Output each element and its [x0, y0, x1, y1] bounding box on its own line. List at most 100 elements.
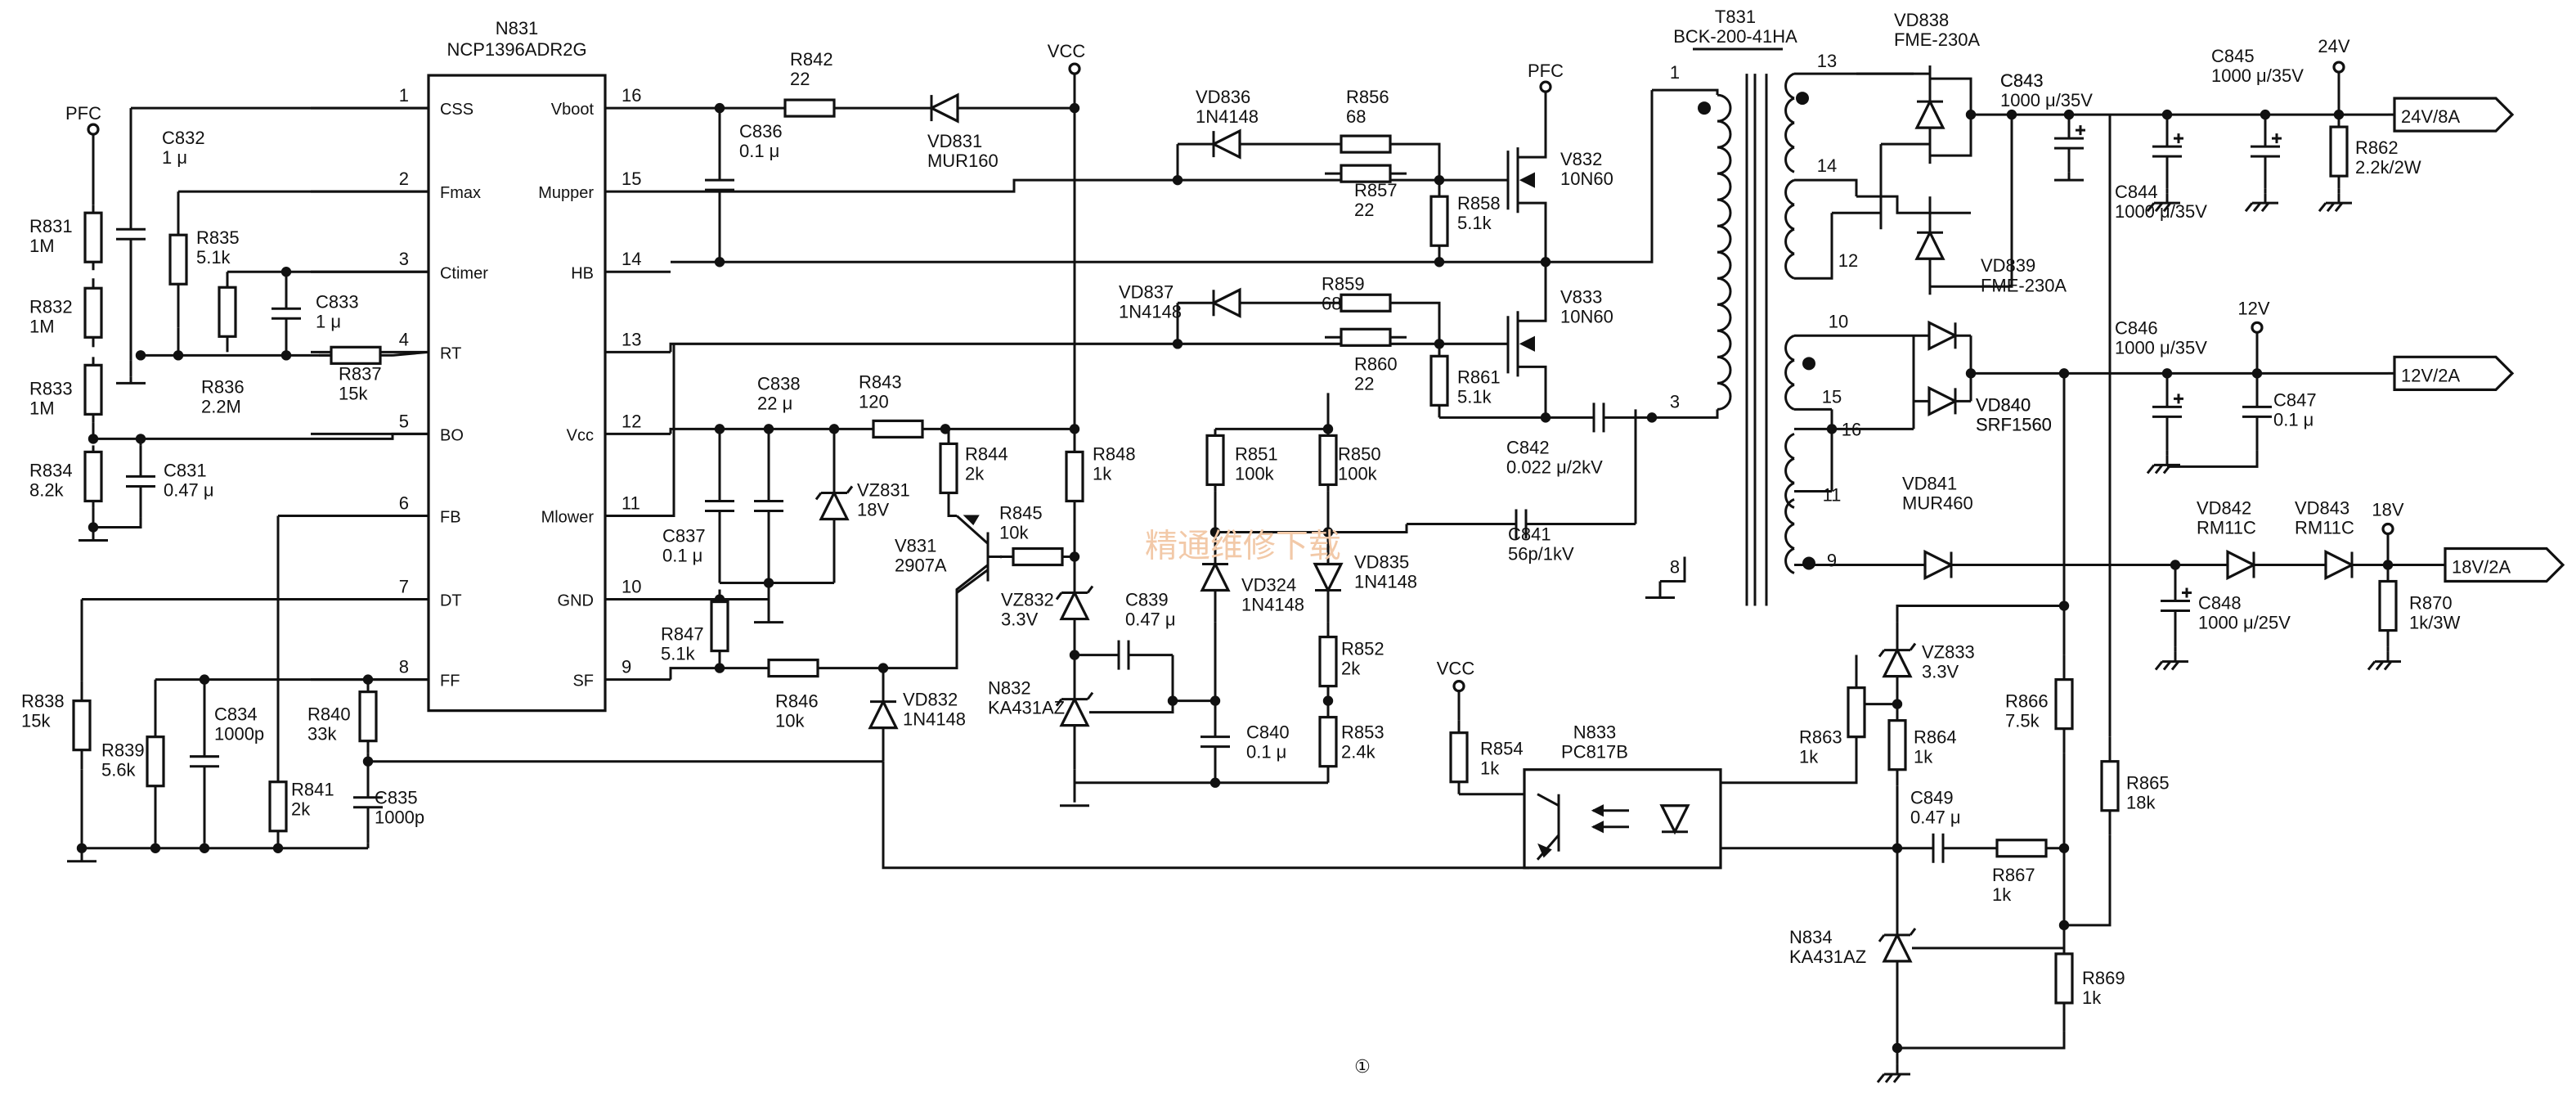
ic-pin-number: 5 [399, 411, 409, 431]
zener-wing [1909, 642, 1917, 651]
value-R860: 22 [1354, 373, 1374, 394]
wire [1856, 195, 1930, 214]
resistor-R850 [1318, 434, 1338, 487]
value-VD835: 1N4148 [1354, 572, 1417, 592]
value-C849: 0.47 μ [1910, 807, 1961, 828]
transformer-secondary-turn [1784, 97, 1795, 124]
ref-R837: R837 [339, 363, 382, 384]
value-VD840: SRF1560 [1976, 414, 2052, 434]
junction-dot [2058, 600, 2070, 611]
chassis-ground [2154, 464, 2164, 475]
wire [1328, 524, 1408, 533]
output-12v-voltage: 12V [2237, 298, 2269, 318]
transformer-secondary-turn [1784, 523, 1795, 550]
junction-dot [1172, 339, 1183, 349]
value-R842: 22 [790, 69, 810, 89]
mosfet-v832-arrow [1519, 172, 1535, 188]
value-R841: 2k [291, 799, 311, 820]
wire [671, 178, 1439, 193]
value-V832: 10N60 [1560, 169, 1613, 189]
ic-pin-number: 12 [622, 411, 641, 431]
ref-C848: C848 [2198, 593, 2242, 614]
chassis-ground [1892, 1073, 1902, 1083]
zener-wing [1878, 933, 1886, 942]
diode-VD835 [1313, 562, 1344, 594]
resistor-R854 [1449, 731, 1469, 784]
value-VD832: 1N4148 [903, 709, 966, 730]
vcc-net-label: VCC [1048, 41, 1086, 61]
terminal-point [2332, 61, 2345, 74]
wire [671, 344, 675, 517]
transformer-primary-turn [1717, 146, 1732, 175]
chassis-ground [2154, 202, 2164, 213]
value-C844: 1000 μ/35V [2115, 201, 2207, 222]
ref-VD836: VD836 [1196, 87, 1250, 107]
output-flag [2393, 97, 2515, 133]
resistor-R867 [1995, 839, 2048, 858]
diode-VD832 [868, 699, 899, 730]
ic-pin-number: 16 [622, 85, 641, 106]
chassis-ground [1884, 1073, 1894, 1083]
resistor-R866 [2054, 678, 2074, 731]
value-C835: 1000p [375, 807, 424, 828]
resistor-R870 [2378, 579, 2398, 632]
ref-V832: V832 [1560, 149, 1602, 169]
ref-R861: R861 [1457, 367, 1501, 387]
optocoupler-transistor-emitter [1536, 834, 1560, 861]
value-C836: 0.1 μ [739, 141, 779, 161]
value-R854: 1k [1480, 758, 1500, 779]
ref-R838: R838 [21, 691, 65, 712]
chassis-ground [2244, 202, 2254, 213]
resistor-R862 [2329, 125, 2349, 178]
transformer-secondary-turn [1784, 178, 1795, 206]
ic-pin-number: 14 [622, 249, 641, 269]
chassis-ground [2260, 202, 2270, 213]
value-VD831: MUR160 [927, 151, 999, 171]
value-C840: 0.1 μ [1246, 742, 1286, 762]
diode-N834 [1882, 932, 1913, 963]
wire [2167, 450, 2259, 468]
ref-VD843: VD843 [2295, 497, 2349, 518]
ref-N834: N834 [1789, 927, 1833, 947]
winding-dot [1802, 357, 1815, 371]
transformer-primary-turn [1717, 119, 1732, 149]
wire [1896, 605, 2064, 623]
value-V831: 2907A [895, 555, 947, 576]
zener-wing [1878, 649, 1886, 658]
ref-R863: R863 [1799, 727, 1842, 748]
diode-VD837 [1210, 287, 1241, 318]
winding-dot [1698, 101, 1711, 115]
value-R831: 1M [29, 236, 55, 256]
value-R847: 5.1k [661, 644, 696, 664]
ref-R835: R835 [196, 227, 240, 248]
transformer-secondary-turn [1784, 146, 1795, 173]
value-R865: 18k [2126, 793, 2156, 813]
value-R843: 120 [859, 391, 889, 412]
ref-R832: R832 [29, 296, 73, 317]
chassis-ground [2162, 202, 2172, 213]
junction-dot [1069, 424, 1080, 434]
value-C834: 1000p [214, 724, 264, 744]
resistor-R859 [1340, 293, 1392, 313]
ref-R860: R860 [1354, 353, 1398, 374]
ref-R859: R859 [1322, 273, 1365, 294]
wire [93, 517, 142, 529]
resistor-R843 [872, 419, 924, 439]
chassis-ground [2383, 660, 2393, 671]
ref-VD840: VD840 [1976, 394, 2031, 415]
junction-dot [1172, 174, 1183, 186]
ref-R869: R869 [2082, 968, 2125, 988]
ref-R858: R858 [1457, 193, 1501, 214]
optocoupler-light-head [1591, 821, 1604, 834]
ref-VD841: VD841 [1902, 473, 1957, 493]
ic-pin-name: FB [440, 508, 461, 526]
output-18v-voltage: 18V [2372, 499, 2403, 520]
diode-N832 [1059, 696, 1090, 727]
ref-C843: C843 [2000, 70, 2044, 91]
value-N834: KA431AZ [1789, 947, 1866, 967]
value-R867: 1k [1992, 884, 2012, 905]
wire [1930, 77, 1972, 115]
wire [1407, 142, 1441, 181]
ref-R850: R850 [1338, 443, 1381, 464]
ic-pin-name: BO [440, 426, 464, 444]
